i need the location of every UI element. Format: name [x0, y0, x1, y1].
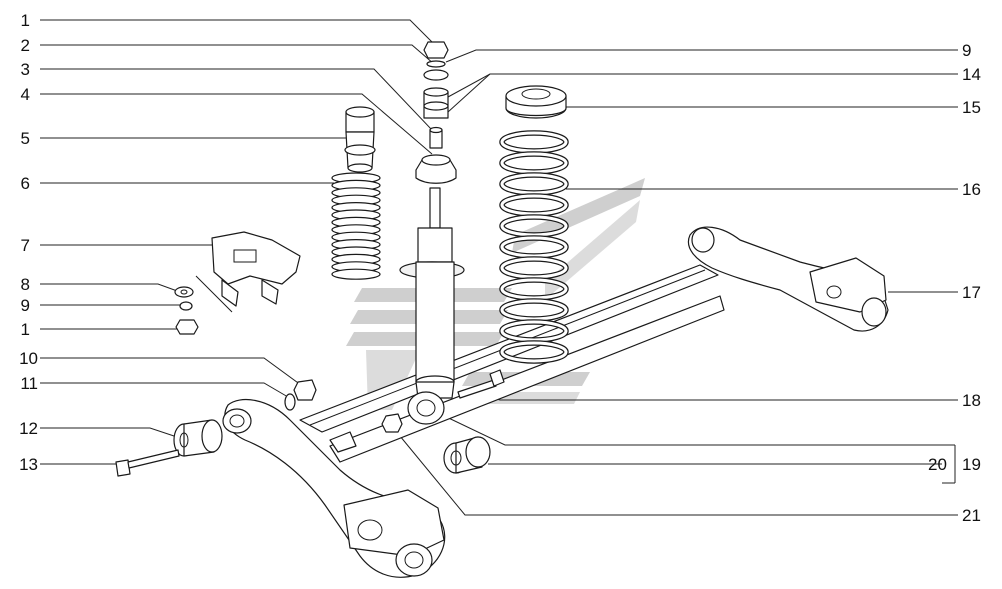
callout-3: 3 [21, 60, 30, 79]
callout-14: 14 [962, 65, 981, 84]
callout-13: 13 [19, 455, 38, 474]
washer-8 [174, 286, 194, 298]
coil-turn-highlight [500, 194, 568, 216]
coil-turn-highlight [500, 320, 568, 342]
coil-turn-highlight [500, 257, 568, 279]
callout-12: 12 [19, 419, 38, 438]
callout-8: 8 [21, 275, 30, 294]
bolt-18 [457, 369, 505, 399]
top-mount-stack [415, 41, 457, 184]
right-callouts: 9 14 15 16 17 18 20 19 21 [928, 41, 981, 525]
coil-turn-highlight [500, 131, 568, 153]
callout-10: 10 [19, 349, 38, 368]
coil-turn-highlight [500, 215, 568, 237]
callout-11: 11 [20, 374, 38, 393]
coil-turn-highlight [500, 299, 568, 321]
callout-9-right: 9 [962, 41, 971, 60]
callout-17: 17 [962, 283, 981, 302]
nut-10 [293, 379, 317, 401]
callout-2: 2 [21, 36, 30, 55]
dust-boot-ring [331, 268, 381, 280]
coil-turn-highlight [500, 152, 568, 174]
bush-12 [173, 419, 223, 457]
washer-11 [284, 393, 296, 411]
shock-absorber [399, 187, 465, 425]
coil-turn-highlight [500, 173, 568, 195]
callout-20: 20 [928, 455, 947, 474]
callout-16: 16 [962, 180, 981, 199]
callout-1-top: 1 [21, 11, 30, 30]
bolt-13 [115, 449, 180, 477]
leader-lines [40, 19, 958, 516]
spring-seat [505, 85, 567, 119]
callout-6: 6 [21, 174, 30, 193]
upper-bracket [195, 231, 301, 313]
dust-boot [331, 172, 381, 280]
coil-turn-highlight [500, 236, 568, 258]
callout-21: 21 [962, 506, 981, 525]
callout-9-left: 9 [21, 296, 30, 315]
nut-1 [175, 319, 199, 335]
callout-18: 18 [962, 391, 981, 410]
callout-7: 7 [21, 236, 30, 255]
bump-stop [344, 106, 376, 173]
silent-block-20 [443, 436, 491, 474]
callout-19: 19 [962, 455, 981, 474]
callout-15: 15 [962, 98, 981, 117]
coil-turn-highlight [500, 341, 568, 363]
coil-turn-highlight [500, 278, 568, 300]
left-callouts: 1 2 3 4 5 6 7 8 9 1 10 11 12 13 [19, 11, 38, 474]
callout-1-bottom: 1 [21, 320, 30, 339]
nut-21 [381, 413, 403, 433]
spring-washer-9 [179, 301, 193, 311]
callout-5: 5 [21, 129, 30, 148]
coil-spring [499, 130, 569, 364]
callout-4: 4 [21, 85, 30, 104]
